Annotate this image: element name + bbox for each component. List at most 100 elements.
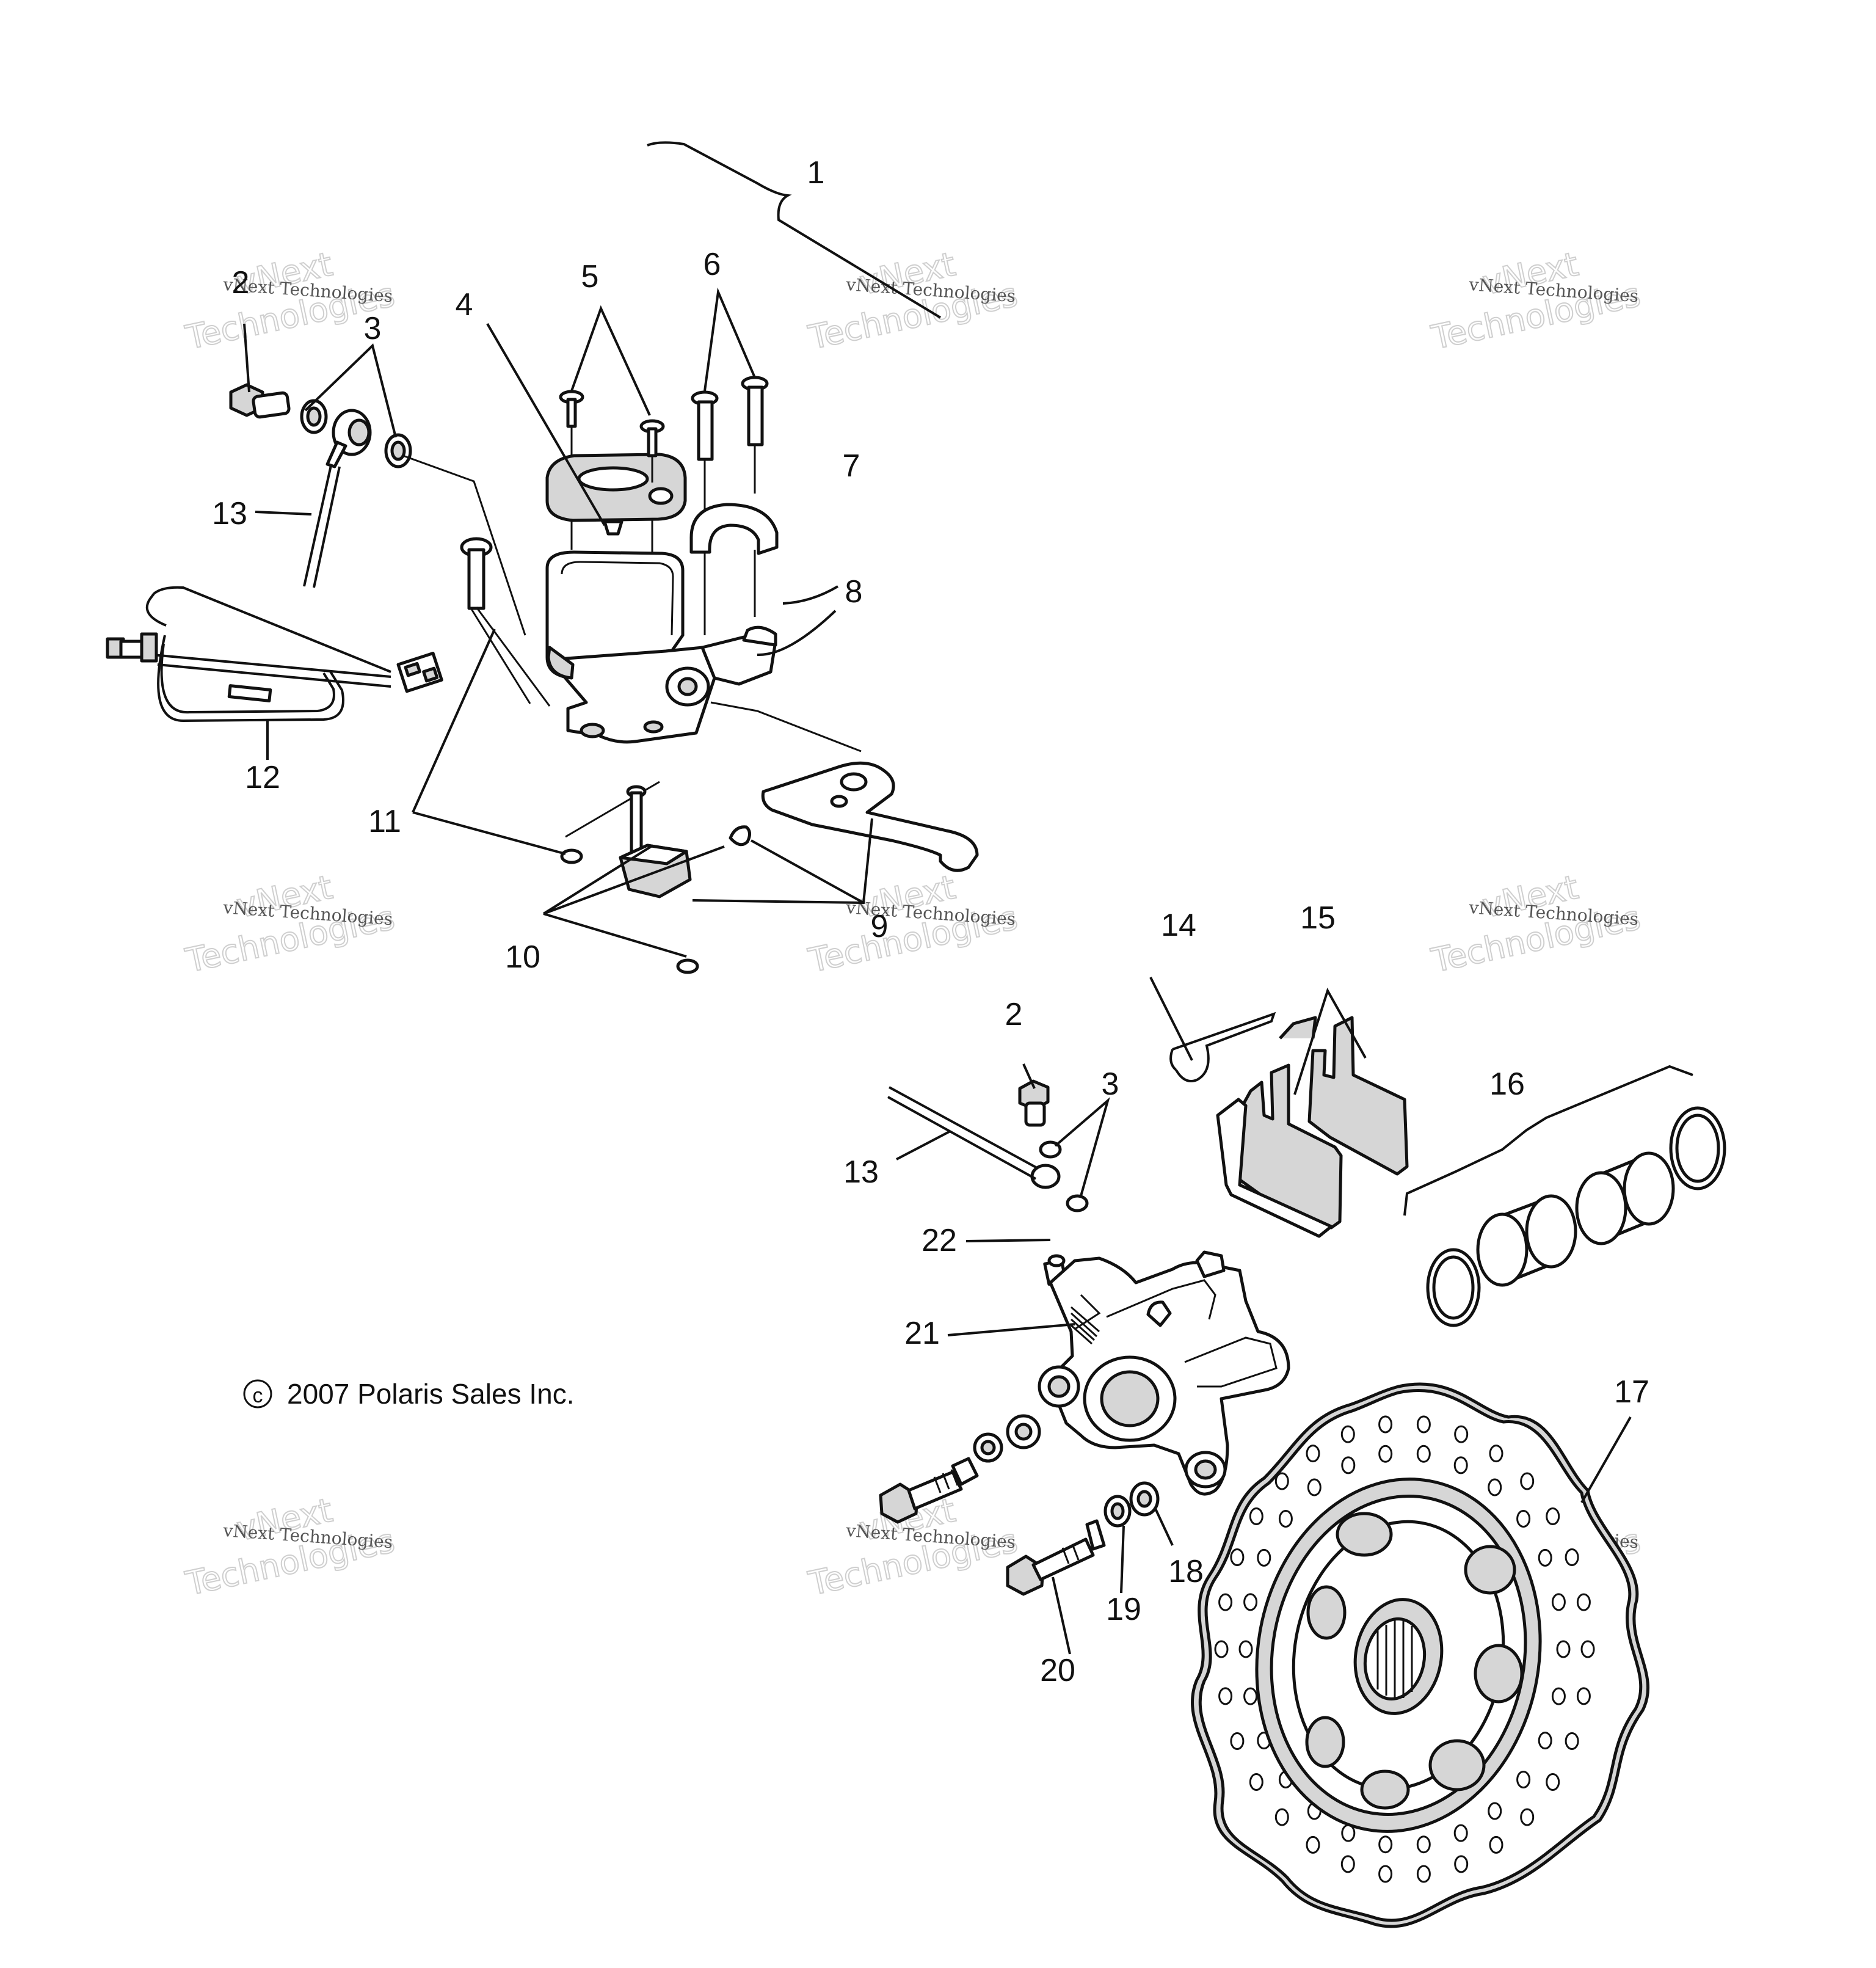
disc-vent-hole bbox=[1565, 1732, 1579, 1750]
washer-mount-d-hole bbox=[1136, 1490, 1152, 1508]
disc-vent-hole bbox=[1218, 1687, 1233, 1705]
disc-vent-hole bbox=[1516, 1771, 1531, 1788]
callout-5: 5 bbox=[581, 259, 599, 294]
callout-15: 15 bbox=[1300, 900, 1336, 936]
washer-upper-a-hole bbox=[306, 406, 322, 427]
disc-vent-hole bbox=[1378, 1415, 1393, 1434]
leader-13a bbox=[255, 511, 312, 516]
brake-disc-hub bbox=[1255, 1478, 1542, 1833]
callout-14: 14 bbox=[1161, 908, 1196, 943]
disc-vent-hole bbox=[1340, 1425, 1355, 1443]
disc-vent-hole bbox=[1453, 1824, 1468, 1842]
disc-vent-hole bbox=[1489, 1835, 1503, 1854]
mount-bolt-lower bbox=[1006, 1519, 1106, 1596]
assembly-brace bbox=[647, 141, 942, 319]
disc-vent-hole bbox=[1454, 1855, 1469, 1873]
lever-adjuster bbox=[619, 785, 751, 898]
leader-18 bbox=[1154, 1508, 1174, 1546]
copyright-notice: c 2007 Polaris Sales Inc. bbox=[243, 1378, 575, 1410]
disc-vent-hole bbox=[1230, 1548, 1245, 1566]
leader-5 bbox=[570, 305, 651, 416]
callout-13-lower: 13 bbox=[843, 1154, 879, 1190]
washer-mount-a-hole bbox=[980, 1440, 996, 1456]
brake-line-lower bbox=[887, 1086, 1038, 1180]
leader-13b bbox=[896, 1130, 951, 1161]
washer-mount-c-hole bbox=[1110, 1502, 1125, 1520]
disc-vent-hole bbox=[1488, 1478, 1502, 1496]
leader-19 bbox=[1120, 1525, 1125, 1594]
leader-pivot bbox=[469, 607, 551, 707]
callout-17: 17 bbox=[1614, 1374, 1649, 1410]
disc-vent-hole bbox=[1416, 1415, 1431, 1434]
e-clip-lower bbox=[676, 958, 699, 974]
callout-7: 7 bbox=[843, 448, 860, 484]
banjo-bolt-upper bbox=[229, 383, 291, 419]
callout-22: 22 bbox=[922, 1223, 957, 1258]
disc-vent-hole bbox=[1257, 1548, 1271, 1567]
leader-4 bbox=[486, 323, 606, 527]
pad-pin bbox=[1169, 1011, 1276, 1082]
copyright-icon bbox=[243, 1379, 272, 1409]
disc-vent-hole bbox=[1489, 1445, 1503, 1463]
disc-vent-hole bbox=[1453, 1456, 1468, 1474]
disc-vent-hole bbox=[1488, 1802, 1502, 1820]
leader-10b bbox=[543, 845, 725, 915]
disc-vent-hole bbox=[1546, 1507, 1560, 1525]
leader-16-brace bbox=[1403, 1065, 1693, 1216]
disc-vent-hole bbox=[1538, 1732, 1552, 1750]
disc-vent-hole bbox=[1306, 1445, 1320, 1463]
leader-8 bbox=[757, 610, 837, 657]
master-cylinder-body bbox=[545, 550, 777, 744]
disc-vent-hole bbox=[1454, 1425, 1469, 1443]
leader-3b bbox=[1054, 1097, 1110, 1197]
leader-10a bbox=[542, 845, 687, 958]
disc-vent-hole bbox=[1538, 1548, 1552, 1567]
washer-mount-b-hole bbox=[1014, 1423, 1033, 1441]
callout-19: 19 bbox=[1106, 1592, 1141, 1627]
pivot-pin-upper bbox=[460, 537, 493, 610]
disc-vent-hole bbox=[1307, 1478, 1322, 1496]
leader-15 bbox=[1293, 988, 1367, 1095]
bar-clamp-lower bbox=[742, 625, 777, 647]
brake-lever bbox=[761, 761, 979, 872]
disc-vent-hole bbox=[1243, 1687, 1258, 1705]
leader-14 bbox=[1149, 977, 1193, 1061]
callout-3-lower: 3 bbox=[1102, 1066, 1119, 1102]
leader-7 bbox=[782, 585, 839, 605]
clamp-bolts bbox=[691, 376, 769, 635]
banjo-bolt-lower bbox=[1018, 1079, 1050, 1127]
mount-bolt-upper bbox=[879, 1457, 979, 1524]
cap-screws bbox=[559, 390, 665, 569]
disc-vent-hole bbox=[1378, 1835, 1393, 1854]
disc-vent-hole bbox=[1238, 1640, 1253, 1658]
callout-1: 1 bbox=[807, 155, 825, 191]
leader-20 bbox=[1052, 1576, 1071, 1655]
disc-vent-hole bbox=[1520, 1808, 1535, 1826]
e-clip-upper bbox=[560, 848, 583, 864]
piston-kit bbox=[1426, 1106, 1726, 1327]
callout-10: 10 bbox=[505, 939, 540, 975]
disc-vent-hole bbox=[1556, 1640, 1571, 1658]
disc-vent-hole bbox=[1274, 1472, 1289, 1490]
disc-vent-hole bbox=[1243, 1593, 1258, 1611]
disc-vent-hole bbox=[1546, 1773, 1560, 1791]
leader-3a bbox=[304, 343, 397, 438]
brake-disc-holes bbox=[1214, 1415, 1595, 1883]
disc-vent-hole bbox=[1306, 1835, 1320, 1854]
brake-caliper bbox=[1038, 1250, 1290, 1496]
disc-vent-hole bbox=[1551, 1593, 1566, 1611]
disc-vent-hole bbox=[1274, 1808, 1289, 1826]
bar-clamp-upper bbox=[689, 503, 779, 555]
callout-4: 4 bbox=[456, 287, 473, 323]
disc-vent-hole bbox=[1218, 1593, 1233, 1611]
callout-12: 12 bbox=[245, 760, 280, 795]
hose-fitting-upper bbox=[325, 409, 372, 468]
callout-labels: 1 2 3 4 5 6 7 8 9 10 11 12 13 14 15 16 1… bbox=[212, 155, 1649, 1688]
disc-vent-hole bbox=[1551, 1687, 1566, 1705]
leader-9 bbox=[692, 818, 873, 905]
disc-vent-hole bbox=[1378, 1445, 1393, 1463]
disc-vent-hole bbox=[1278, 1510, 1293, 1528]
callout-2-lower: 2 bbox=[1005, 997, 1023, 1032]
reservoir-cap bbox=[545, 453, 687, 536]
